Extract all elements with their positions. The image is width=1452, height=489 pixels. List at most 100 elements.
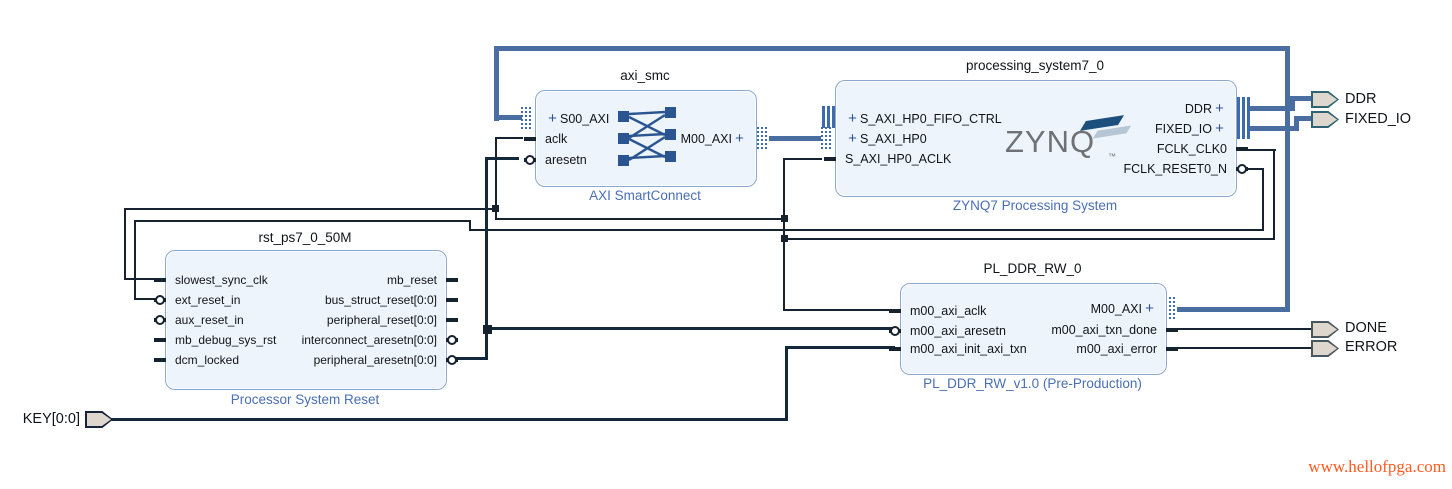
expand-plus-icon[interactable]: + (848, 110, 857, 127)
wire-clock-net[interactable] (1235, 149, 1276, 151)
port-m00-axi-txn-done[interactable]: m00_axi_txn_done (1051, 320, 1178, 340)
port-label: slowest_sync_clk (175, 273, 268, 287)
bus-fixed-io[interactable] (1294, 116, 1299, 131)
wire-clock-net[interactable] (124, 278, 154, 280)
wire-reset-net[interactable] (469, 229, 1264, 231)
external-port-label-key[interactable]: KEY[0:0] (22, 411, 80, 427)
pin-stub (446, 298, 458, 302)
watermark-text: www.hellofpga.com (1308, 457, 1446, 476)
port-m00-axi-pl[interactable]: M00_AXI+ (1091, 299, 1166, 319)
port-dcm-locked[interactable]: dcm_locked (154, 350, 239, 370)
block-pl-ddr[interactable]: m00_axi_aclk m00_axi_aresetn m00_axi_ini… (889, 283, 1178, 375)
wire-reset-net[interactable] (1262, 168, 1264, 231)
port-label: FCLK_CLK0 (1156, 142, 1227, 156)
external-port-done[interactable] (1311, 321, 1339, 338)
external-port-label-ddr[interactable]: DDR (1345, 91, 1377, 107)
bus-ddr[interactable] (1290, 96, 1295, 111)
wire-clock-net[interactable] (495, 218, 785, 220)
port-label: S_AXI_HP0_ACLK (845, 152, 952, 166)
bus-pl-to-s00-axi[interactable] (494, 46, 499, 121)
wire-done-net[interactable] (1165, 328, 1312, 330)
external-port-ddr[interactable] (1311, 91, 1339, 108)
block-rst[interactable]: slowest_sync_clk ext_reset_in aux_reset_… (154, 250, 458, 390)
external-port-fixed-io[interactable] (1311, 111, 1339, 128)
port-fclk-clk0[interactable]: FCLK_CLK0 (1156, 139, 1248, 159)
wire-key-net[interactable] (111, 418, 787, 421)
port-mb-reset[interactable]: mb_reset (387, 270, 458, 290)
port-aresetn[interactable]: aresetn (524, 150, 587, 170)
port-s-axi-hp0[interactable]: +S_AXI_HP0 (836, 129, 927, 149)
bus-pl-to-s00-axi[interactable] (1177, 307, 1289, 312)
port-m00-axi-error[interactable]: m00_axi_error (1076, 339, 1178, 359)
bus-m00-axi-to-hp0[interactable] (769, 136, 821, 141)
port-m00-axi-aresetn[interactable]: m00_axi_aresetn (889, 321, 1006, 341)
wire-clock-net[interactable] (783, 158, 785, 311)
port-ext-reset-in[interactable]: ext_reset_in (154, 290, 240, 310)
pin-stub (889, 347, 901, 351)
port-label: aclk (545, 132, 568, 146)
port-label: S00_AXI (560, 112, 610, 126)
port-ddr[interactable]: DDR+ (1185, 99, 1236, 119)
wire-aresetn-net[interactable] (485, 327, 894, 330)
expand-plus-icon[interactable]: + (848, 130, 857, 147)
port-s-axi-hp0-fifo-ctrl[interactable]: +S_AXI_HP0_FIFO_CTRL (836, 109, 1002, 129)
wire-clock-net[interactable] (495, 208, 497, 220)
port-slowest-sync-clk[interactable]: slowest_sync_clk (154, 270, 268, 290)
port-bus-struct-reset[interactable]: bus_struct_reset[0:0] (325, 290, 458, 310)
wire-error-net[interactable] (1165, 347, 1312, 349)
bus-ddr[interactable] (1290, 96, 1312, 101)
wire-clock-net[interactable] (495, 137, 523, 139)
wire-clock-net[interactable] (495, 137, 497, 210)
external-port-label-done[interactable]: DONE (1345, 320, 1387, 336)
block-axi-smc[interactable]: +S00_AXI aclk aresetn M00_AXI+ (524, 90, 757, 187)
wire-key-net[interactable] (785, 346, 788, 421)
wire-clock-net[interactable] (783, 309, 899, 311)
wire-aresetn-net[interactable] (485, 157, 488, 360)
port-m00-axi-init-axi-txn[interactable]: m00_axi_init_axi_txn (889, 339, 1027, 359)
pin-stub (446, 318, 458, 322)
port-aclk[interactable]: aclk (524, 129, 568, 149)
wire-clock-net[interactable] (784, 238, 1275, 240)
bus-ddr[interactable] (1249, 106, 1294, 111)
bus-pl-to-s00-axi[interactable] (494, 46, 1290, 51)
port-m00-axi[interactable]: M00_AXI+ (681, 129, 756, 149)
bus-pl-to-s00-axi[interactable] (494, 115, 522, 120)
block-ps7[interactable]: +S_AXI_HP0_FIFO_CTRL +S_AXI_HP0 S_AXI_HP… (824, 80, 1248, 197)
expand-plus-icon[interactable]: + (548, 110, 557, 127)
expand-plus-icon[interactable]: + (1145, 300, 1154, 317)
wire-clock-net[interactable] (783, 158, 822, 160)
external-port-key[interactable] (85, 411, 113, 428)
port-label: M00_AXI (680, 132, 732, 146)
bus-pl-to-s00-axi[interactable] (1285, 46, 1290, 312)
wire-reset-net[interactable] (134, 298, 154, 300)
port-s-axi-hp0-aclk[interactable]: S_AXI_HP0_ACLK (824, 149, 952, 169)
wire-clock-net[interactable] (124, 208, 126, 280)
port-fclk-reset0-n[interactable]: FCLK_RESET0_N (1123, 159, 1248, 179)
wire-aresetn-net[interactable] (485, 157, 519, 160)
external-port-label-fixed-io[interactable]: FIXED_IO (1345, 111, 1412, 127)
external-port-label-error[interactable]: ERROR (1345, 339, 1398, 355)
wire-reset-net[interactable] (134, 220, 136, 300)
port-aux-reset-in[interactable]: aux_reset_in (154, 310, 244, 330)
wire-clock-net[interactable] (124, 208, 496, 210)
wire-reset-net[interactable] (134, 220, 470, 222)
wire-reset-net[interactable] (469, 220, 471, 231)
port-m00-axi-aclk[interactable]: m00_axi_aclk (889, 301, 986, 321)
port-interconnect-aresetn[interactable]: interconnect_aresetn[0:0] (302, 330, 458, 350)
port-mb-debug-sys-rst[interactable]: mb_debug_sys_rst (154, 330, 276, 350)
wire-key-net[interactable] (785, 346, 895, 349)
port-peripheral-reset[interactable]: peripheral_reset[0:0] (327, 310, 458, 330)
expand-plus-icon[interactable]: + (735, 130, 744, 147)
external-port-error[interactable] (1311, 340, 1339, 357)
block-title-pl-ddr: PL_DDR_RW_0 (983, 261, 1082, 276)
expand-plus-icon[interactable]: + (1215, 120, 1224, 137)
expand-plus-icon[interactable]: + (1215, 100, 1224, 117)
wire-clock-net[interactable] (1273, 149, 1275, 240)
port-peripheral-aresetn[interactable]: peripheral_aresetn[0:0] (314, 350, 458, 370)
wire-reset-net[interactable] (1235, 168, 1264, 170)
wire-aresetn-net[interactable] (452, 357, 488, 360)
bus-fixed-io[interactable] (1249, 126, 1298, 131)
port-fixed-io[interactable]: FIXED_IO+ (1155, 119, 1236, 139)
port-s00-axi[interactable]: +S00_AXI (536, 109, 609, 129)
bus-fixed-io[interactable] (1294, 116, 1312, 121)
